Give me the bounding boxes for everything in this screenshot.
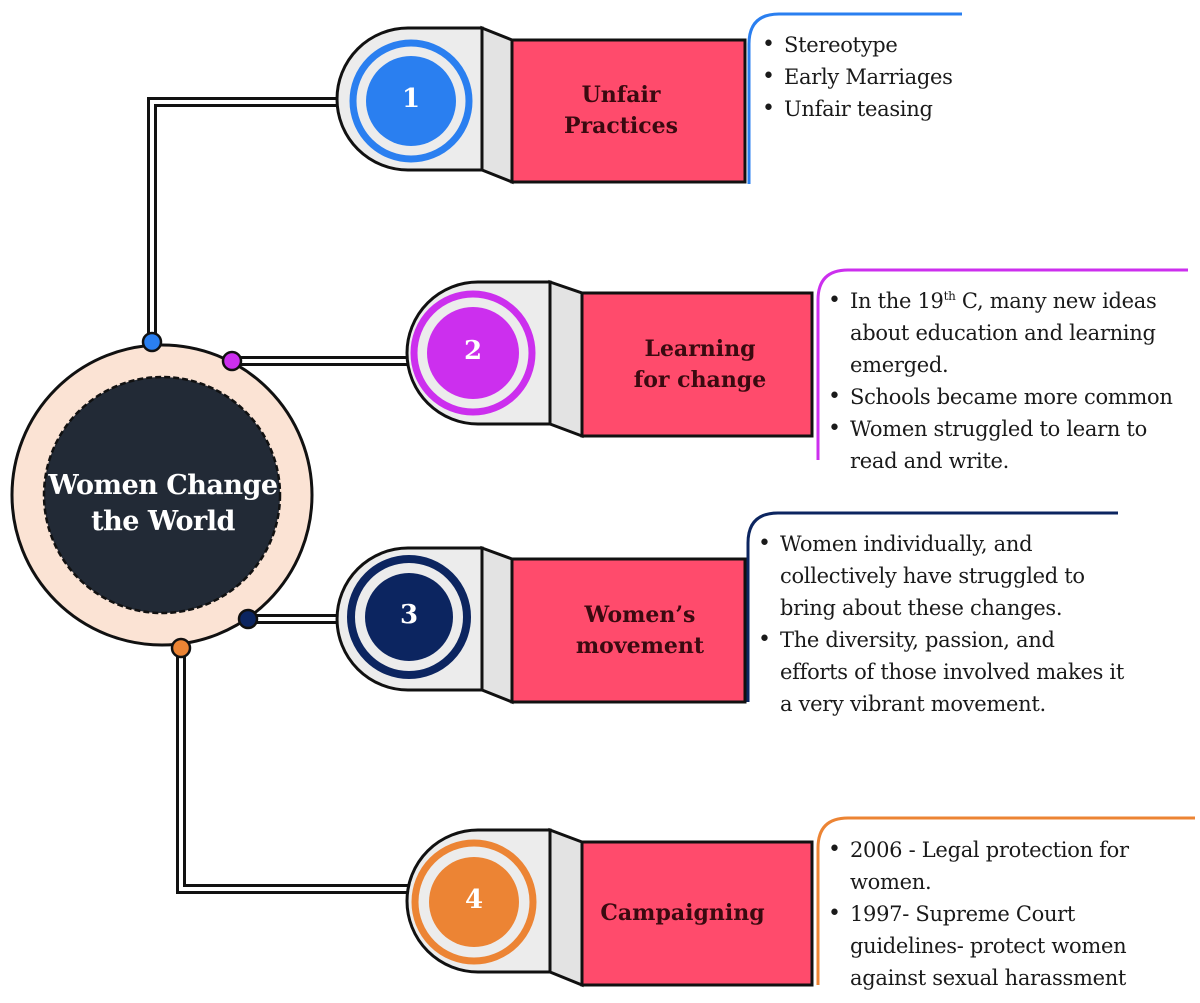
node-4-bracket [816, 816, 1195, 985]
node-4-bullets: 2006 - Legal protection for women. 1997-… [826, 834, 1176, 994]
node-4-badge [429, 857, 519, 947]
node-1-bullets: Stereotype Early Marriages Unfair teasin… [760, 29, 990, 125]
node-3-label: Women’s movement [515, 559, 765, 702]
node-1-label-line-1: Unfair [581, 82, 661, 108]
node-3-badge [365, 573, 453, 661]
hub-title: Women Change the World [22, 468, 304, 540]
bullet-item: Stereotype [760, 29, 990, 61]
node-4-flap [548, 827, 584, 988]
node-2-number: 2 [463, 336, 483, 366]
hub-title-line-2: the World [91, 506, 235, 537]
node-2-label-box [580, 291, 814, 438]
node-3-number: 3 [399, 600, 419, 630]
bullet-item: In the 19th C, many new ideas about educ… [826, 285, 1198, 381]
node-1-label-box [510, 38, 747, 184]
node-3-label-line-2: movement [575, 632, 705, 659]
node-2-label-line-1: Learning [644, 335, 756, 362]
bullet-item: Early Marriages [760, 61, 990, 93]
node-3-label-line-1: Women’s [584, 601, 696, 628]
hub-title-line-1: Women Change [48, 470, 278, 501]
bullet-text: C, many new ideas about education and le… [850, 289, 1157, 377]
node-4-label-box [580, 840, 814, 987]
connector-dot-3 [237, 608, 259, 630]
node-4-number: 4 [464, 885, 484, 915]
hub-core [42, 375, 282, 615]
node-2-bullets: In the 19th C, many new ideas about educ… [826, 285, 1198, 477]
node-2-flap [548, 279, 584, 439]
node-1-label-line-2: Practices [563, 113, 679, 139]
connector-dot-1 [141, 331, 163, 353]
node-1-number: 1 [401, 84, 421, 114]
node-3 [335, 511, 1118, 705]
node-3-bullets: Women individually, and collectively hav… [756, 528, 1126, 720]
bullet-item: 1997- Supreme Court guidelines- protect … [826, 898, 1176, 994]
node-1-badge [366, 56, 456, 146]
bullet-text: In the 19 [850, 289, 944, 313]
node-1-ring [349, 39, 473, 163]
node-4-label-line-1: Campaigning [600, 900, 765, 926]
node-2-ring [410, 290, 536, 416]
bullet-item: 2006 - Legal protection for women. [826, 834, 1176, 898]
node-2-label: Learning for change [585, 293, 815, 436]
node-2 [405, 268, 1188, 460]
node-4-ring [411, 839, 537, 965]
node-1-flap [480, 25, 514, 185]
node-3-ring [347, 555, 471, 679]
node-4-label: Campaigning [585, 842, 780, 985]
bullet-item: Unfair teasing [760, 93, 990, 125]
bullet-item: Women individually, and collectively hav… [756, 528, 1126, 624]
node-2-label-line-2: for change [633, 366, 767, 393]
bullet-item: The diversity, passion, and efforts of t… [756, 624, 1126, 720]
connector-dot-4 [170, 637, 192, 659]
node-3-flap [480, 545, 514, 705]
node-4 [405, 816, 1195, 988]
bullet-superscript: th [943, 289, 956, 303]
node-2-bracket [816, 268, 1188, 460]
connector-dot-2 [221, 350, 243, 372]
bullet-item: Schools became more common [826, 381, 1198, 413]
node-1 [335, 12, 962, 185]
node-3-label-box [510, 557, 747, 704]
connector-4 [176, 648, 410, 894]
bullet-item: Women struggled to learn to read and wri… [826, 413, 1198, 477]
node-1-bracket [747, 12, 962, 184]
node-3-bracket [746, 511, 1118, 702]
connector-1 [147, 97, 340, 342]
node-2-badge [427, 307, 519, 399]
